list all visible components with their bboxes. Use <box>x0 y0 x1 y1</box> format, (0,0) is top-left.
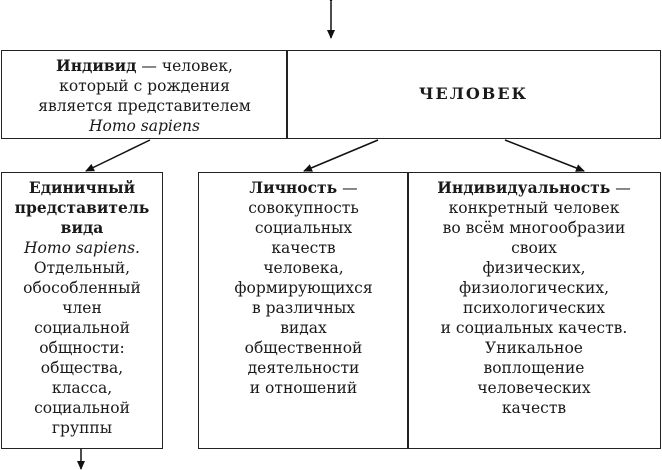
single-text: обособленный <box>23 279 141 297</box>
personality-text: в различных <box>251 299 356 317</box>
individuality-text: во всём многообразии <box>442 219 626 237</box>
individuality-text: психологических <box>463 299 605 317</box>
individuality-text: качеств <box>501 399 567 417</box>
personality-text: качеств <box>271 239 336 257</box>
single-term: представитель <box>14 198 150 217</box>
personality-text: человека, <box>263 259 344 277</box>
individuality-text: человеческих <box>477 379 591 397</box>
personality-dash: — <box>337 179 358 197</box>
single-text: Отдельный, <box>33 259 131 277</box>
single-term: вида <box>60 218 104 237</box>
individuality-text: воплощение <box>483 359 585 377</box>
single-text: член <box>62 299 102 317</box>
personality-text: видах <box>280 319 327 337</box>
single-term: Единичный <box>28 178 136 197</box>
personality-box: Личность — совокупность социальных качес… <box>198 172 409 449</box>
individuality-text: конкретный человек <box>448 199 620 217</box>
personality-text: и отношений <box>249 379 358 397</box>
chelovek-box: ЧЕЛОВЕК <box>286 50 661 139</box>
personality-text: общественной <box>244 339 363 357</box>
single-text: группы <box>51 419 113 437</box>
individ-box: Индивид — человек, который с рождения яв… <box>1 50 288 139</box>
personality-text: деятельности <box>247 359 360 377</box>
chelovek-title: ЧЕЛОВЕК <box>418 84 529 103</box>
individ-text: который с рождения <box>59 77 230 95</box>
single-text: общества, <box>40 359 124 377</box>
arrow-to-single <box>85 139 151 172</box>
individ-text: является представителем <box>38 97 251 115</box>
individuality-box: Индивидуальность — конкретный человек во… <box>407 172 661 449</box>
single-text: социальной <box>34 399 130 417</box>
arrow-to-personality <box>303 139 379 172</box>
personality-term: Личность <box>249 178 338 197</box>
arrow-to-individuality <box>504 139 585 172</box>
personality-text: совокупность <box>248 199 359 217</box>
individ-text: — человек, <box>141 57 233 75</box>
single-text: класса, <box>51 379 113 397</box>
single-text: общности: <box>39 339 125 357</box>
single-latin: Homo sapiens. <box>24 239 140 257</box>
individuality-term: Индивидуальность <box>437 178 611 197</box>
single-text: социальной <box>34 319 130 337</box>
individuality-dash: — <box>610 179 631 197</box>
individ-term: Индивид <box>56 56 137 75</box>
individuality-text: и социальных качеств. <box>440 319 628 337</box>
individ-latin: Homo sapiens <box>89 117 200 135</box>
individuality-text: физиологических, <box>459 279 609 297</box>
single-representative-box: Единичный представитель вида Homo sapien… <box>1 172 163 449</box>
individuality-text: физических, <box>482 259 586 277</box>
personality-text: социальных <box>254 219 353 237</box>
individuality-text: своих <box>511 239 557 257</box>
personality-text: формирующихся <box>234 279 373 297</box>
individuality-text: Уникальное <box>485 339 583 357</box>
